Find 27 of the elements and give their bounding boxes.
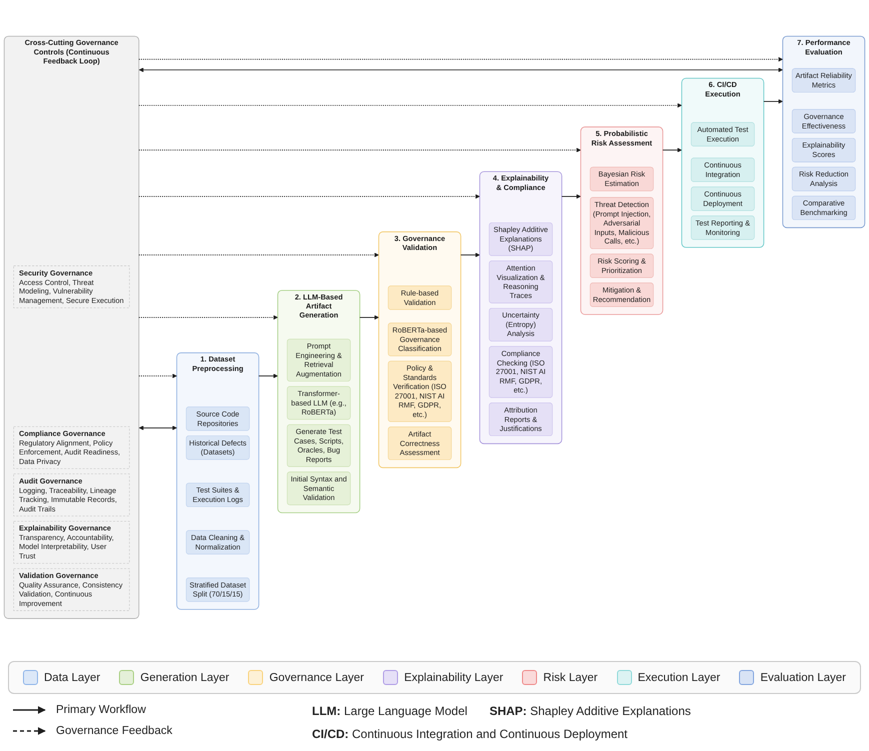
arrow [460,252,480,258]
abbreviation-note: LLM: Large Language Model [312,704,468,718]
abbreviation-note: SHAP: Shapley Additive Explanations [489,704,691,718]
legend-label: Explainability Layer [404,672,504,684]
arrow [561,194,581,199]
arrow [662,148,682,153]
legend-label: Governance Layer [269,672,364,684]
legend-label: Governance Feedback [56,725,172,737]
legend-label: Primary Workflow [56,704,146,716]
legend-label: Generation Layer [140,672,230,684]
arrow [138,315,278,320]
arrow [138,57,783,62]
arrow [359,315,379,320]
legend-label: Execution Layer [638,672,720,684]
arrow [138,194,480,199]
arrow [138,252,379,258]
arrow [138,426,177,430]
legend-label: Risk Layer [543,672,598,684]
legend-label: Data Layer [44,672,100,684]
arrow [763,99,783,104]
legend-label: Evaluation Layer [760,672,846,684]
arrow [138,374,177,378]
arrow [258,374,278,378]
arrow [138,68,783,72]
abbreviation-note: CI/CD: Continuous Integration and Continuous Deployment [312,727,628,741]
arrow [138,103,682,108]
arrow [138,148,581,153]
